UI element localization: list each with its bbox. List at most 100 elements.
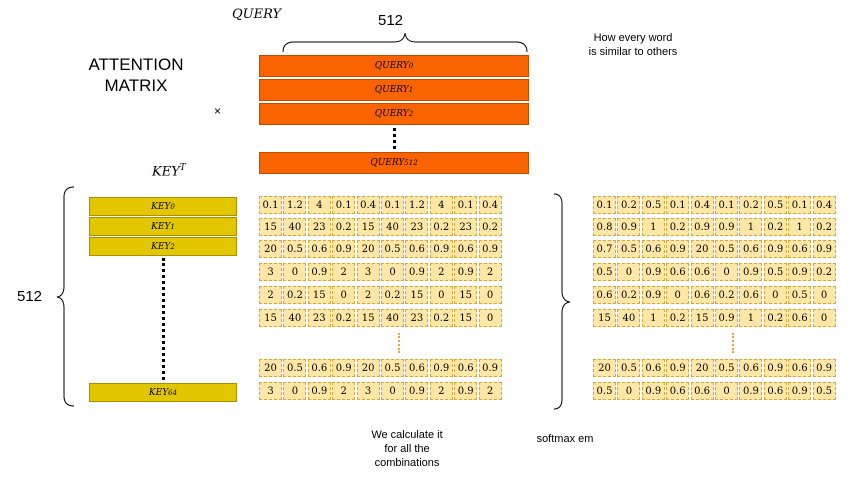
query-row-1-sub: 1 [408, 86, 414, 94]
attention-cell-r7-c0: 3 [259, 382, 282, 400]
key-row-2-name: KEY [151, 241, 171, 252]
attention-cell-r1-c8: 23 [454, 218, 478, 236]
key-row-1-sub: 1 [170, 222, 175, 231]
softmax-cell-r4-c2: 0.9 [641, 286, 665, 304]
softmax-cell-r1-c9: 0.2 [812, 218, 836, 236]
softmax-cell-r3-c3: 0.6 [666, 263, 690, 281]
softmax-cell-r0-c4: 0.4 [690, 196, 714, 214]
softmax-cell-r0-c0: 0.1 [593, 196, 616, 214]
softmax-cell-r6-c2: 0.6 [641, 359, 665, 377]
softmax-cell-r7-c2: 0.9 [641, 382, 665, 400]
attention-matrix-title: ATTENTION MATRIX [72, 54, 200, 96]
softmax-cell-r0-c2: 0.5 [641, 196, 665, 214]
softmax-cell-r0-c3: 0.1 [666, 196, 690, 214]
softmax-cell-r3-c2: 0.9 [641, 263, 665, 281]
softmax-cell-r0-c9: 0.4 [812, 196, 836, 214]
similarity-note-line-2: is similar to others [588, 46, 678, 58]
attention-cell-r3-c0: 3 [259, 263, 282, 281]
softmax-cell-r2-c3: 0.9 [666, 240, 690, 258]
attention-cell-r5-c3: 0.2 [332, 309, 356, 327]
softmax-cell-r2-c2: 0.6 [641, 240, 665, 258]
attention-cell-r6-c1: 0.5 [283, 359, 307, 377]
attention-cell-r5-c2: 23 [307, 309, 331, 327]
attention-cell-r1-c6: 23 [405, 218, 429, 236]
query-label: QUERY [232, 7, 282, 22]
attention-cell-r2-c3: 0.9 [332, 240, 356, 258]
softmax-cell-r6-c1: 0.5 [617, 359, 641, 377]
similarity-note-line-1: How every word [593, 32, 673, 44]
softmax-cell-r3-c8: 0.9 [788, 263, 812, 281]
attention-cell-r0-c5: 0.1 [381, 196, 404, 214]
attention-cell-r2-c0: 20 [259, 240, 282, 258]
query-row-1-name: QUERY [374, 85, 409, 95]
attention-cell-r7-c8: 0.9 [454, 382, 478, 400]
attention-cell-r5-c8: 15 [454, 309, 478, 327]
softmax-cell-r7-c0: 0.5 [593, 382, 616, 400]
softmax-cell-r2-c1: 0.5 [617, 240, 641, 258]
softmax-cell-r5-c6: 1 [739, 309, 763, 327]
softmax-cell-r1-c3: 0.2 [666, 218, 690, 236]
title-line-2: MATRIX [104, 76, 168, 95]
softmax-cell-r3-c0: 0.5 [593, 263, 616, 281]
softmax-cell-r2-c9: 0.9 [812, 240, 836, 258]
softmax-cell-r0-c1: 0.2 [617, 196, 641, 214]
softmax-cell-r4-c6: 0.6 [739, 286, 763, 304]
softmax-cell-r4-c8: 0.5 [788, 286, 812, 304]
key-row-0-sub: 0 [170, 202, 175, 211]
calculation-note-line-3: combinations [374, 457, 440, 469]
attention-cell-r1-c1: 40 [283, 218, 307, 236]
attention-matrix-continuation-dots [398, 333, 402, 353]
attention-cell-r6-c7: 0.9 [429, 359, 453, 377]
softmax-cell-r0-c6: 0.2 [739, 196, 763, 214]
softmax-cell-r7-c7: 0.6 [763, 382, 787, 400]
softmax-cell-r7-c1: 0 [617, 382, 641, 400]
softmax-matrix-continuation-dots [732, 333, 736, 353]
softmax-cell-r2-c4: 20 [690, 240, 714, 258]
attention-cell-r6-c4: 20 [356, 359, 380, 377]
attention-cell-r1-c4: 15 [356, 218, 380, 236]
query-row-512-sub: 512 [404, 159, 418, 167]
softmax-cell-r1-c8: 1 [788, 218, 812, 236]
softmax-cell-r0-c8: 0.1 [788, 196, 812, 214]
softmax-cell-r7-c4: 0.6 [690, 382, 714, 400]
attention-cell-r2-c9: 0.9 [478, 240, 502, 258]
attention-cell-r4-c0: 2 [259, 286, 282, 304]
key-continuation-dots [162, 258, 168, 380]
softmax-cell-r6-c7: 0.9 [763, 359, 787, 377]
attention-cell-r6-c6: 0.6 [405, 359, 429, 377]
softmax-cell-r4-c4: 0.6 [690, 286, 714, 304]
attention-cell-r7-c1: 0 [283, 382, 307, 400]
attention-cell-r7-c2: 0.9 [307, 382, 331, 400]
query-dimension-label: 512 [378, 12, 404, 29]
softmax-note: softmax em [536, 433, 594, 445]
attention-cell-r1-c9: 0.2 [478, 218, 502, 236]
attention-cell-r4-c2: 15 [307, 286, 331, 304]
softmax-cell-r6-c9: 0.9 [812, 359, 836, 377]
softmax-cell-r0-c7: 0.5 [763, 196, 787, 214]
softmax-cell-r3-c4: 0.6 [690, 263, 714, 281]
softmax-cell-r5-c7: 0.2 [763, 309, 787, 327]
softmax-cell-r4-c3: 0 [666, 286, 690, 304]
attention-cell-r6-c5: 0.5 [381, 359, 404, 377]
softmax-cell-r6-c5: 0.5 [715, 359, 738, 377]
attention-cell-r4-c9: 0 [478, 286, 502, 304]
attention-cell-r2-c5: 0.5 [381, 240, 404, 258]
query-row-512-name: QUERY [370, 158, 405, 168]
attention-cell-r0-c6: 1.2 [405, 196, 429, 214]
attention-cell-r4-c1: 0.2 [283, 286, 307, 304]
attention-cell-r3-c9: 2 [478, 263, 502, 281]
softmax-cell-r5-c9: 0 [812, 309, 836, 327]
attention-cell-r2-c8: 0.6 [454, 240, 478, 258]
query-top-brace [282, 32, 528, 53]
attention-cell-r6-c9: 0.9 [478, 359, 502, 377]
attention-cell-r5-c6: 23 [405, 309, 429, 327]
softmax-cell-r7-c9: 0.5 [812, 382, 836, 400]
softmax-cell-r5-c5: 0.9 [715, 309, 738, 327]
attention-cell-r6-c8: 0.6 [454, 359, 478, 377]
